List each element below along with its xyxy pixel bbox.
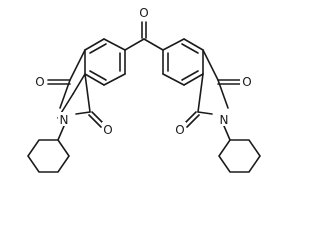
right-ring-bond xyxy=(183,38,204,51)
atom-label-o-carbonyl: O xyxy=(139,6,148,20)
right-cyclohexane-ring xyxy=(218,139,261,173)
right-ring-inner-double xyxy=(181,70,199,81)
atom-label-n-left: N xyxy=(60,113,69,127)
ketone-bond-left xyxy=(124,38,145,51)
ketone-bond-right xyxy=(143,38,164,51)
bond-lines xyxy=(27,21,261,173)
right-ring-bond xyxy=(162,38,185,51)
left-ring-bond xyxy=(103,38,126,51)
left-imide-bond xyxy=(75,111,91,115)
atom-label-o-right-bottom: O xyxy=(175,123,184,137)
left-ring-bond xyxy=(84,38,105,51)
left-imide-bond xyxy=(72,73,86,95)
left-n-cyclohexyl-bond xyxy=(57,125,65,141)
atom-labels: O O N O O N O xyxy=(34,6,253,137)
atom-label-o-right-top: O xyxy=(242,75,251,89)
right-imide-bond xyxy=(202,49,219,81)
left-ring-inner-double xyxy=(89,43,107,54)
left-imide-bond xyxy=(84,73,91,113)
right-imide-bond xyxy=(197,73,204,113)
right-carbonyl-bottom-b xyxy=(186,114,200,128)
left-ring-inner-double xyxy=(89,70,107,81)
left-ring-bond xyxy=(84,73,105,86)
right-ring-bond xyxy=(162,73,185,86)
right-ring-inner-double xyxy=(181,43,199,54)
atom-label-o-left-top: O xyxy=(35,75,44,89)
left-cyclohexane-ring xyxy=(27,139,70,173)
right-imide-bond xyxy=(197,111,213,115)
left-ring-bond xyxy=(103,73,126,86)
left-carbonyl-bottom-b xyxy=(88,114,102,128)
chemical-structure-diagram: O O N O O N O xyxy=(27,6,261,173)
left-imide-bond xyxy=(69,49,86,81)
right-n-cyclohexyl-bond xyxy=(223,125,231,141)
right-ring-bond xyxy=(183,73,204,86)
atom-label-o-left-bottom: O xyxy=(103,123,112,137)
atom-label-n-right: N xyxy=(220,113,229,127)
